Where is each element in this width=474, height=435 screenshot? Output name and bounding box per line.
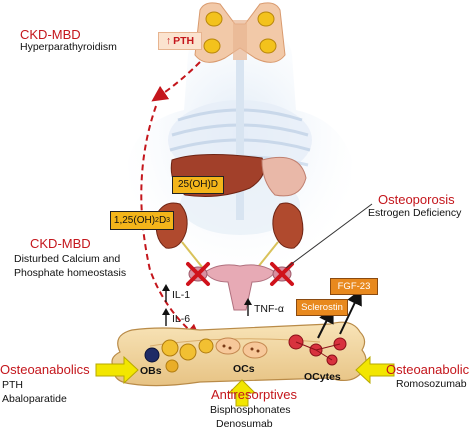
pth-dashed-arrow xyxy=(140,61,202,341)
osteoporosis-title: Osteoporosis xyxy=(378,192,455,207)
sclerostin-box: Sclerostin xyxy=(296,299,348,316)
ovary-right-cross-icon xyxy=(270,262,294,286)
ckd-mid-title: CKD-MBD xyxy=(30,236,91,251)
antiresorptives-title: Antiresorptives xyxy=(211,387,297,402)
cytokine-up-arrows xyxy=(162,284,252,326)
ckd-mid-line1: Disturbed Calcium and xyxy=(14,253,121,265)
ckd-top-title: CKD-MBD xyxy=(20,27,81,42)
osteoblast-cells xyxy=(144,338,214,373)
parathyroid-gland xyxy=(194,2,286,63)
osteoanabolics-drug2: Abaloparatide xyxy=(2,393,67,405)
il6-label: IL-6 xyxy=(172,313,191,325)
ckd-top-subtitle: Hyperparathyroidism xyxy=(20,41,117,53)
pth-box: ↑ PTH xyxy=(158,32,202,50)
osteoporosis-connector xyxy=(285,203,373,269)
antiresorptives-drug1: Bisphosphonates xyxy=(210,404,291,416)
ocytes-label: OCytes xyxy=(304,371,341,383)
fgf23-box: FGF-23 xyxy=(330,278,378,295)
osteoporosis-subtitle: Estrogen Deficiency xyxy=(368,207,462,219)
osteoanabolics-arrow-icon xyxy=(95,355,139,385)
pth-label: PTH xyxy=(173,34,195,47)
antiresorptives-drug2: Denosumab xyxy=(216,418,273,430)
tnf-alpha-label: TNF-α xyxy=(254,303,284,315)
osteocyte-secretion-arrows xyxy=(317,288,362,339)
osteoanabolic-title: Osteoanabolic xyxy=(386,362,470,377)
osteoanabolics-title: Osteoanabolics xyxy=(0,362,90,377)
ovary-left-cross-icon xyxy=(186,262,210,286)
obs-label: OBs xyxy=(140,365,162,377)
osteoanabolic-drug1: Romosozumab xyxy=(396,378,467,390)
antiresorptives-arrow-icon xyxy=(227,379,257,407)
osteoanabolic-arrow-icon xyxy=(355,355,395,385)
osteoclast-cells xyxy=(215,337,268,359)
stomach xyxy=(261,156,307,197)
ocs-label: OCs xyxy=(233,363,255,375)
osteoanabolics-drug1: PTH xyxy=(2,379,23,391)
il1-label: IL-1 xyxy=(172,289,191,301)
vitamin-d-box: 25(OH)D xyxy=(172,176,224,194)
pth-up-arrow-icon: ↑ xyxy=(165,34,172,47)
osteocyte-cells xyxy=(288,334,347,366)
ckd-mid-line2: Phosphate homeostasis xyxy=(14,267,127,279)
